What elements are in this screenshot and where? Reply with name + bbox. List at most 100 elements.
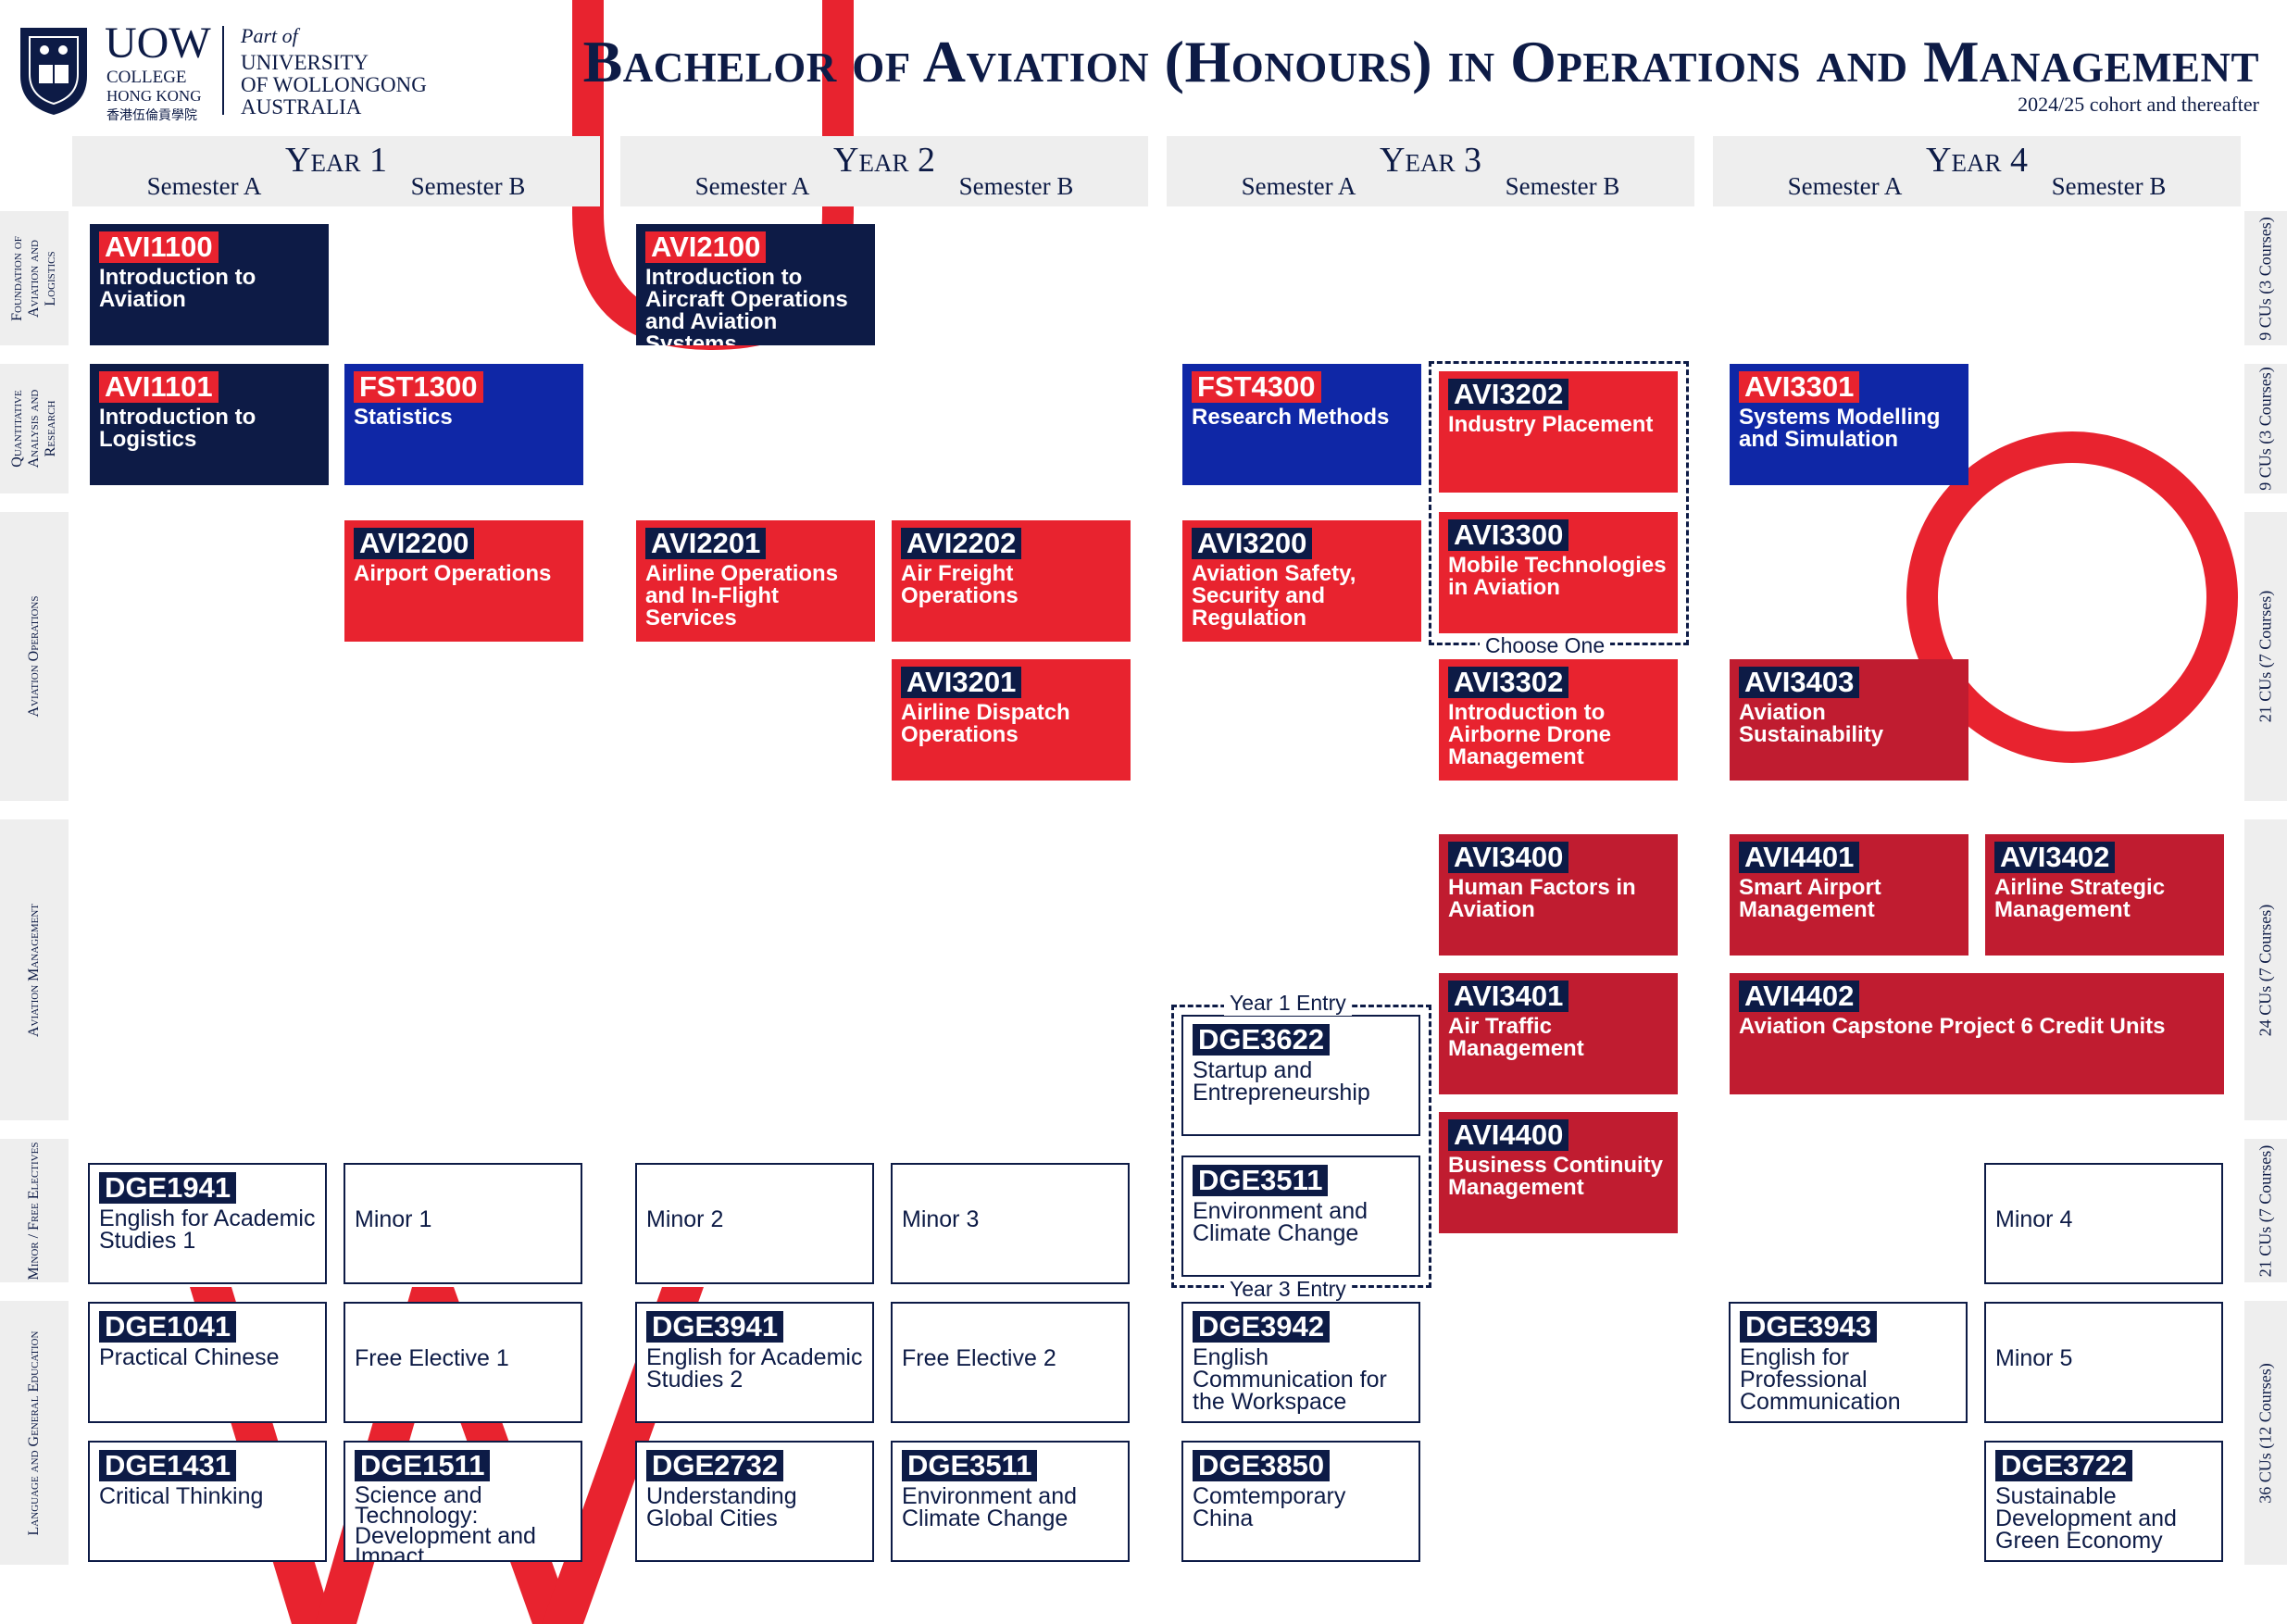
course-name: Aviation Sustainability	[1739, 700, 1884, 747]
course-name: English for Professional Communication	[1740, 1344, 1901, 1415]
year-title: Year 4	[1926, 141, 2028, 180]
course-name: Business Continuity Management	[1448, 1153, 1664, 1200]
course-name: Understanding Global Cities	[646, 1483, 797, 1531]
course-code: AVI4400	[1448, 1119, 1569, 1151]
choose-one-label: Choose One	[1480, 633, 1611, 658]
course-name: Statistics	[354, 405, 453, 430]
year-1-header: Year 1 Semester A Semester B	[72, 136, 600, 206]
course-name: Introduction to Aircraft Operations and …	[645, 265, 848, 346]
course-name: Sustainable Development and Green Econom…	[1995, 1483, 2177, 1554]
red-u-shape	[572, 0, 854, 350]
university-line-1: UNIVERSITY	[241, 51, 369, 74]
course-code: DGE3943	[1740, 1311, 1878, 1343]
course-name: Minor 1	[355, 1206, 432, 1232]
course-name: Smart Airport Management	[1739, 875, 1881, 922]
row-label-foundation: Foundation of Aviation and Logistics	[0, 211, 69, 345]
course-code: DGE1431	[99, 1450, 237, 1481]
course-code: AVI3403	[1739, 667, 1860, 698]
course-name: Minor 4	[1995, 1206, 2073, 1232]
semester-a-label: Semester A	[1241, 172, 1356, 200]
course-card-minor-5[interactable]: Minor 5	[1984, 1302, 2223, 1423]
course-card-minor-1[interactable]: Minor 1	[344, 1163, 582, 1284]
row-label-text: Minor / Free Electives	[26, 1142, 42, 1280]
course-name: Aviation Safety, Security and Regulation	[1192, 561, 1356, 631]
course-name: Human Factors in Aviation	[1448, 875, 1636, 922]
course-card-free-elective-2[interactable]: Free Elective 2	[891, 1302, 1130, 1423]
course-name: Mobile Technologies in Aviation	[1448, 553, 1667, 600]
course-card-free-elective-1[interactable]: Free Elective 1	[344, 1302, 582, 1423]
course-name: Minor 3	[902, 1206, 980, 1232]
course-code: AVI4402	[1739, 981, 1860, 1012]
year-title: Year 1	[285, 141, 387, 180]
course-card-minor-2[interactable]: Minor 2	[635, 1163, 874, 1284]
course-code: AVI2202	[901, 528, 1022, 559]
row-label-text: Language and General Education	[26, 1330, 42, 1535]
course-code: AVI3201	[901, 667, 1022, 698]
university-line-2: OF WOLLONGONG	[241, 73, 427, 96]
course-code: DGE1941	[99, 1172, 237, 1204]
logo-chinese-text: 香港伍倫貢學院	[106, 107, 197, 122]
credit-label-text: 9 CUs (3 Courses)	[2256, 367, 2275, 491]
course-code: DGE3941	[646, 1311, 784, 1343]
course-code: AVI3300	[1448, 519, 1569, 551]
credit-label-aviation-operations: 21 CUs (7 Courses)	[2244, 512, 2287, 801]
course-code: DGE3942	[1193, 1311, 1331, 1343]
course-name: Science and Technology: Development and …	[355, 1482, 536, 1562]
credit-label-aviation-management: 24 CUs (7 Courses)	[2244, 819, 2287, 1120]
semester-b-label: Semester B	[958, 172, 1074, 200]
course-name: Air Freight Operations	[901, 561, 1019, 608]
semester-a-label: Semester A	[694, 172, 810, 200]
year-4-header: Year 4 Semester A Semester B	[1713, 136, 2241, 206]
course-card-minor-3[interactable]: Minor 3	[891, 1163, 1130, 1284]
semester-b-label: Semester B	[410, 172, 526, 200]
row-label-text: Quantitative Analysis and Research	[9, 389, 58, 468]
logo-college-text: COLLEGE	[106, 68, 187, 87]
row-label-aviation-operations: Aviation Operations	[0, 512, 69, 801]
row-label-language-ge: Language and General Education	[0, 1301, 69, 1565]
course-code: AVI3402	[1994, 842, 2116, 873]
logo-block: UOW COLLEGE HONG KONG 香港伍倫貢學院 Part of UN…	[17, 20, 433, 122]
year-title: Year 3	[1380, 141, 1481, 180]
credit-label-foundation: 9 CUs (3 Courses)	[2244, 211, 2287, 345]
credit-label-text: 24 CUs (7 Courses)	[2256, 904, 2275, 1036]
year-title: Year 2	[833, 141, 935, 180]
year3-entry-label: Year 3 Entry	[1224, 1277, 1352, 1302]
crest-icon	[20, 28, 87, 115]
course-name: English for Academic Studies 1	[99, 1206, 316, 1254]
course-card-minor-4[interactable]: Minor 4	[1984, 1163, 2223, 1284]
